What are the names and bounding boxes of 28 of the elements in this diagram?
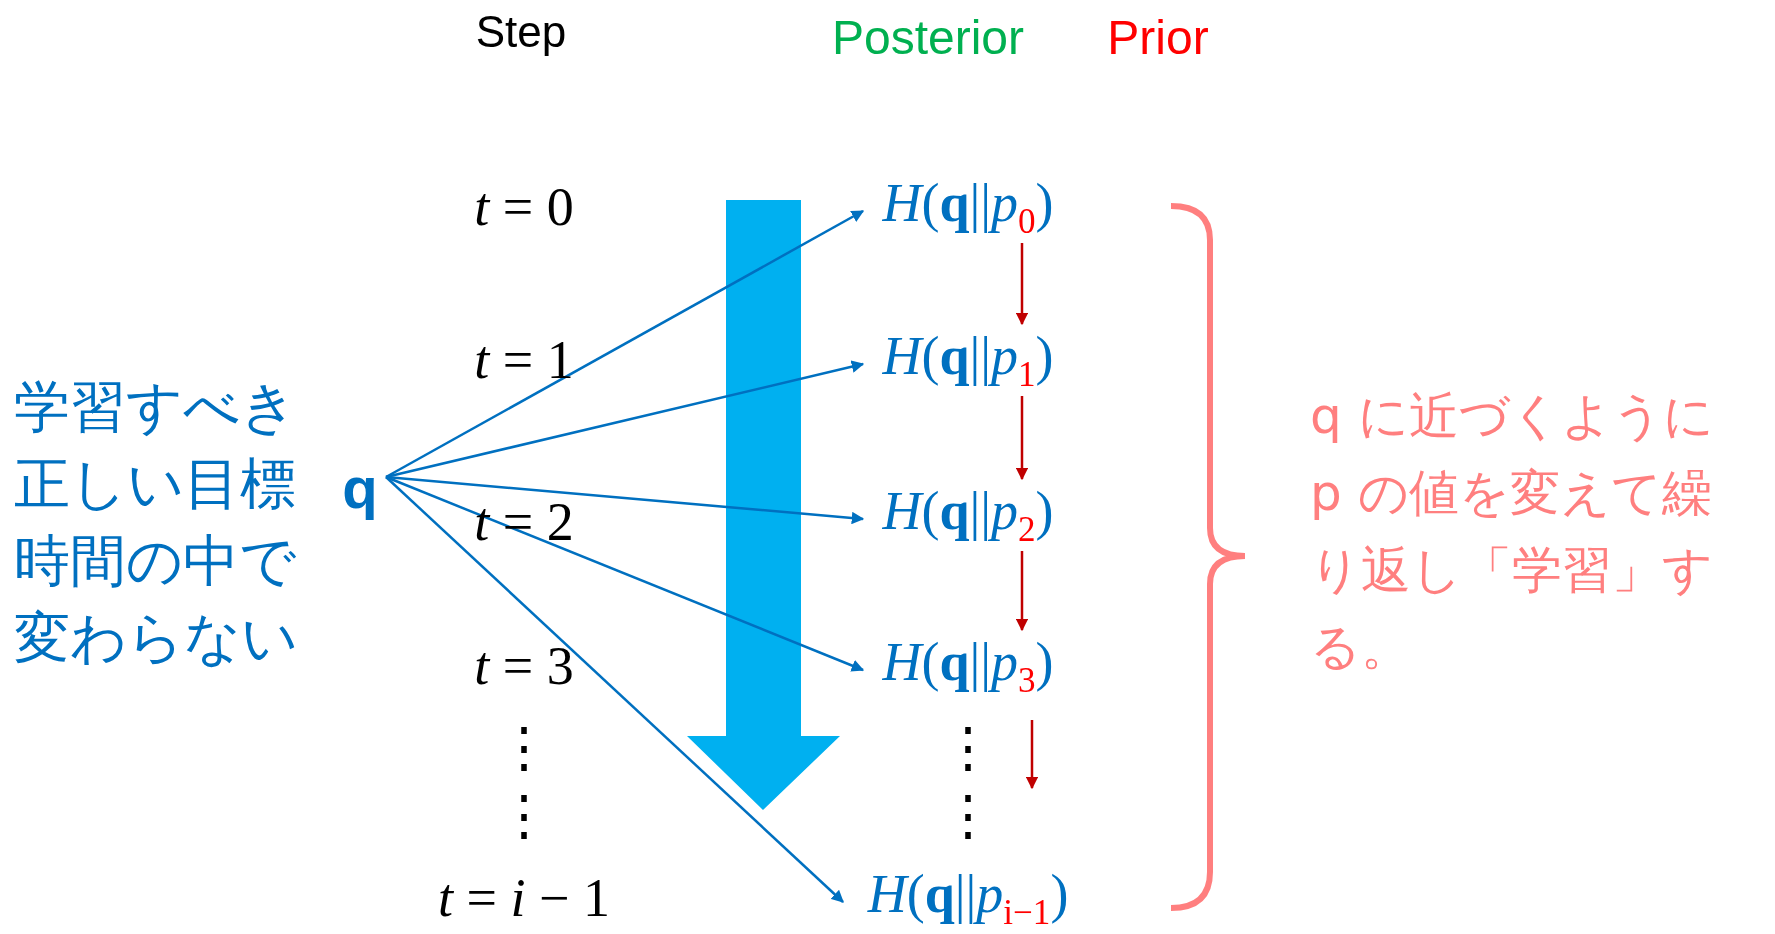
- step-label: t = i − 1: [438, 867, 610, 929]
- step-label: t = 1: [474, 329, 574, 391]
- arrow: [385, 360, 865, 479]
- arrow: [1015, 551, 1029, 632]
- arrow: [385, 475, 865, 525]
- ellipsis: ⋮: [497, 716, 551, 779]
- column-heading: Posterior: [831, 9, 1025, 65]
- ellipsis: ⋮: [941, 716, 995, 779]
- step-label: t = 3: [474, 635, 574, 697]
- column-heading: Prior: [1107, 9, 1209, 65]
- arrow: [385, 476, 844, 903]
- ellipsis: ⋮: [497, 784, 551, 847]
- annotation-text: 学習すべき正しい目標時間の中で変わらない: [14, 373, 299, 672]
- arrow: [385, 209, 865, 479]
- vector-symbol: q: [342, 453, 378, 521]
- cross-entropy-formula: H(q||p$_{3}$): [882, 631, 1054, 701]
- annotation-text: q に近づくようにp の値を変えて繰り返し「学習」する。: [1310, 386, 1715, 678]
- cross-entropy-formula: H(q||p$_{i−1}$): [867, 863, 1069, 933]
- arrow: [1025, 720, 1039, 790]
- arrow: [385, 475, 865, 672]
- arrow: [1015, 243, 1029, 326]
- cross-entropy-formula: H(q||p$_{1}$): [882, 325, 1054, 395]
- cross-entropy-formula: H(q||p$_{0}$): [882, 172, 1054, 242]
- arrow: [1015, 396, 1029, 481]
- ellipsis: ⋮: [941, 784, 995, 847]
- column-heading: Step: [475, 7, 567, 57]
- step-label: t = 0: [474, 176, 574, 238]
- cross-entropy-formula: H(q||p$_{2}$): [882, 480, 1054, 550]
